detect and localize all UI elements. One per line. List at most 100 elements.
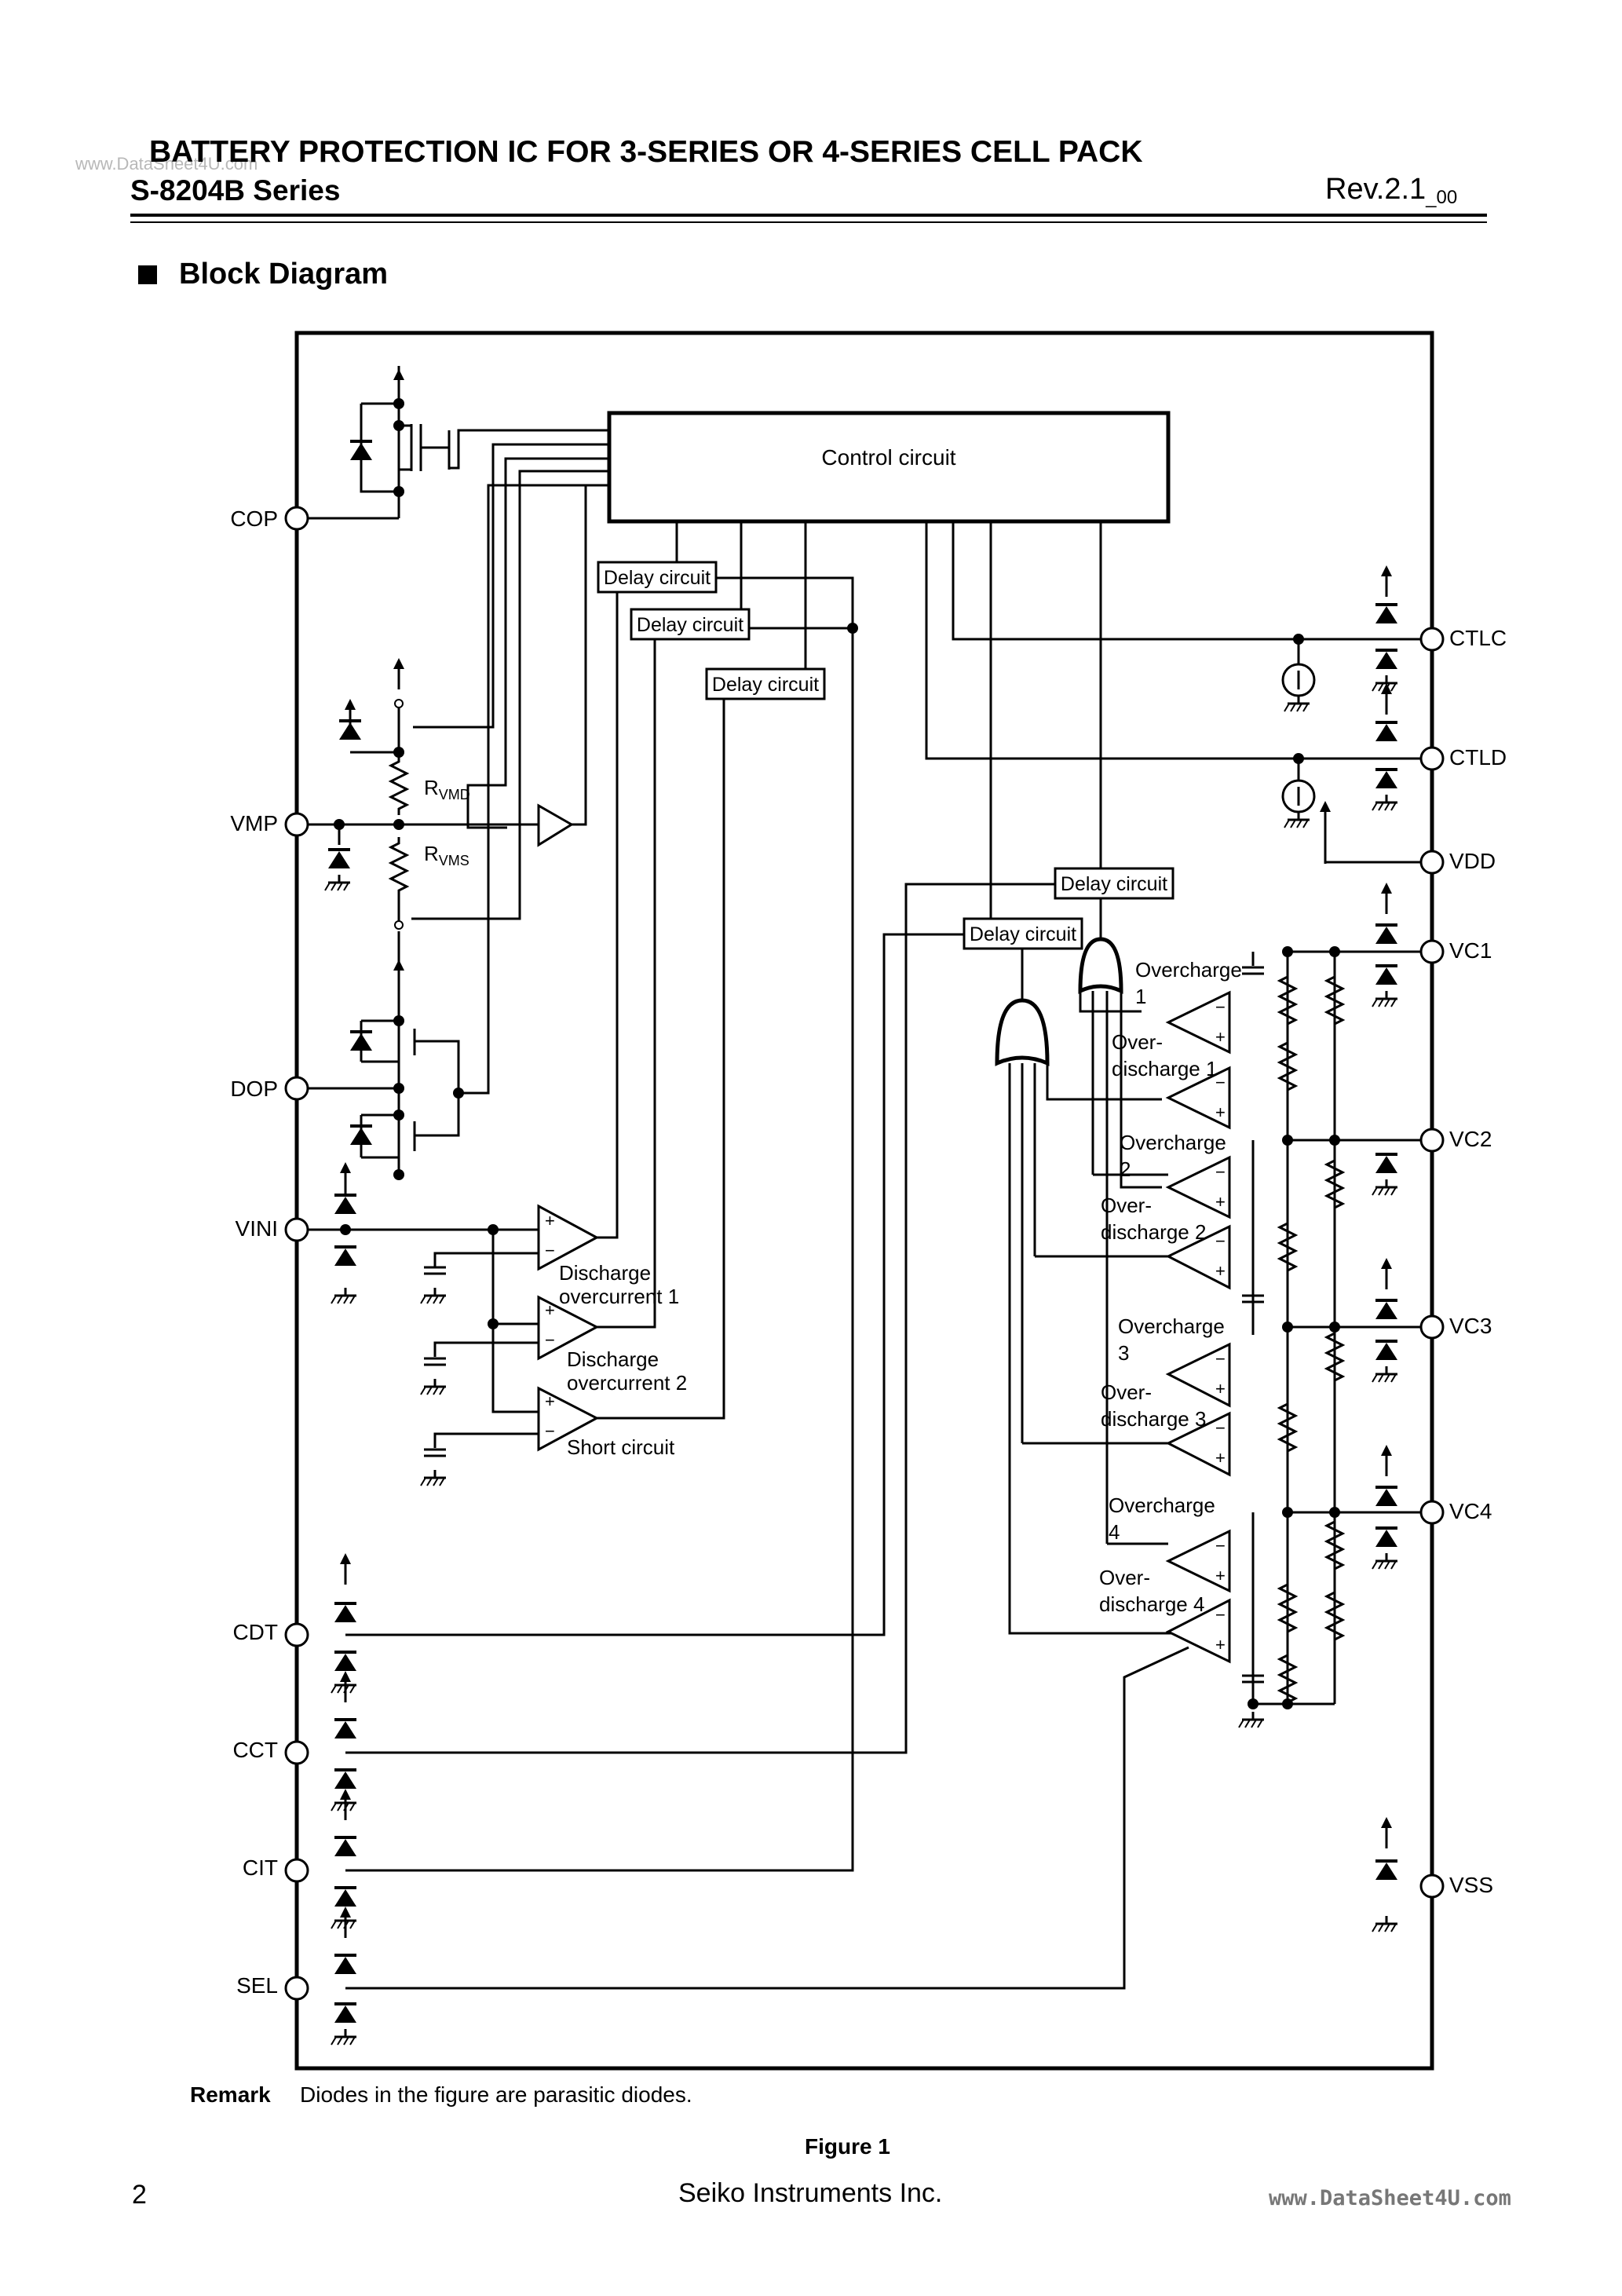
- od1-label-a: Over-: [1112, 1030, 1163, 1054]
- oc4-label-b: 4: [1109, 1520, 1120, 1544]
- comparator-oc3: [1165, 1342, 1231, 1408]
- comparator-minus-sign: −: [1215, 1162, 1226, 1182]
- section-title: Block Diagram: [179, 258, 389, 291]
- comparator-minus-sign: −: [545, 1421, 555, 1441]
- delay-circuit-3: [705, 667, 826, 700]
- od3-label-a: Over-: [1101, 1380, 1152, 1404]
- pin-cct-label: CCT: [232, 1738, 278, 1762]
- comparator-minus-sign: −: [1215, 1536, 1226, 1556]
- comparator-minus-sign: −: [1215, 1231, 1226, 1251]
- od3-label-b: discharge 3: [1101, 1407, 1206, 1431]
- comparator-od3: [1165, 1411, 1231, 1477]
- wiring: [308, 429, 1424, 1990]
- comparator-od2: [1165, 1224, 1231, 1290]
- comparator-minus-sign: −: [1215, 1605, 1226, 1625]
- pin-vss-label: VSS: [1449, 1873, 1493, 1897]
- pin-vc1-label: VC1: [1449, 938, 1492, 963]
- or-gate-1: [1078, 937, 1123, 994]
- comparator-plus-sign: +: [1215, 1192, 1226, 1212]
- page-number: 2: [132, 2180, 147, 2210]
- rvmd-label: RVMD: [424, 776, 470, 803]
- series-name: S-8204B Series: [130, 174, 341, 207]
- pin-cop: [284, 506, 309, 531]
- control-circuit-block: [607, 411, 1171, 524]
- comparator-minus-sign: −: [1215, 1349, 1226, 1369]
- delay-circuit-3-label: Delay circuit: [712, 674, 819, 696]
- watermark-top: www.DataSheet4U.com: [75, 154, 258, 174]
- comparator-short: [537, 1386, 600, 1452]
- control-circuit-label: Control circuit: [821, 445, 955, 470]
- pin-cit-label: CIT: [243, 1855, 278, 1880]
- rvms-label: RVMS: [424, 842, 469, 868]
- comparator-oc4: [1165, 1529, 1231, 1593]
- header-rule: [130, 214, 1487, 217]
- pin-cdt: [284, 1622, 309, 1647]
- comparator-oc2: [1165, 1155, 1231, 1219]
- comparator-plus-sign: +: [1215, 1566, 1226, 1585]
- comparator-dc2: [537, 1295, 600, 1361]
- comparator-minus-sign: −: [1215, 1073, 1226, 1092]
- pin-sel: [284, 1976, 309, 2001]
- comparator-plus-sign: +: [1215, 1379, 1226, 1398]
- oc2-label-a: Overcharge: [1120, 1131, 1226, 1154]
- revision: Rev.2.1_00: [1325, 173, 1457, 209]
- delay-circuit-1: [597, 561, 718, 594]
- pin-vmp: [284, 812, 309, 837]
- od1-label-b: discharge 1: [1112, 1057, 1217, 1080]
- pin-vmp-label: VMP: [230, 811, 278, 835]
- delay-circuit-5-label: Delay circuit: [970, 923, 1076, 945]
- oc1-label-a: Overcharge: [1135, 958, 1242, 982]
- oc3-label-b: 3: [1118, 1341, 1129, 1365]
- pin-sel-label: SEL: [236, 1973, 278, 1998]
- pin-ctlc-label: CTLC: [1449, 626, 1507, 650]
- dc2-label-b: overcurrent 2: [567, 1371, 687, 1395]
- comparator-minus-sign: −: [545, 1330, 555, 1350]
- od4-label-b: discharge 4: [1099, 1592, 1204, 1616]
- pin-vss: [1419, 1874, 1445, 1899]
- pin-cop-label: COP: [230, 506, 278, 531]
- od2-label-b: discharge 2: [1101, 1220, 1206, 1244]
- pin-vdd: [1419, 850, 1445, 875]
- comparator-plus-sign: +: [545, 1211, 555, 1230]
- pin-cct: [284, 1740, 309, 1765]
- pin-vc2: [1419, 1128, 1445, 1153]
- delay-circuit-2-label: Delay circuit: [637, 614, 743, 636]
- pin-cdt-label: CDT: [232, 1620, 278, 1644]
- company-name: Seiko Instruments Inc.: [678, 2178, 943, 2208]
- buffer-triangle: [537, 803, 574, 847]
- remark-label: Remark: [190, 2082, 271, 2107]
- pin-vc3-label: VC3: [1449, 1314, 1492, 1338]
- comparator-minus-sign: −: [545, 1241, 555, 1260]
- pin-vini: [284, 1217, 309, 1242]
- square-bullet-icon: [138, 265, 157, 284]
- pin-vc4-label: VC4: [1449, 1499, 1492, 1523]
- comparator-dc1: [537, 1204, 600, 1271]
- pin-vc3: [1419, 1314, 1445, 1340]
- oc2-label-b: 2: [1120, 1157, 1131, 1181]
- ic-outline: [294, 331, 1434, 2071]
- remark-text: Diodes in the figure are parasitic diode…: [300, 2082, 692, 2107]
- dc2-label-a: Discharge: [567, 1347, 659, 1371]
- oc1-label-b: 1: [1135, 985, 1146, 1008]
- pin-vini-label: VINI: [236, 1216, 278, 1241]
- comparator-plus-sign: +: [1215, 1027, 1226, 1047]
- watermark-bottom: www.DataSheet4U.com: [1269, 2186, 1511, 2210]
- pin-ctld: [1419, 746, 1445, 771]
- or-gate-2: [995, 998, 1050, 1066]
- od4-label-a: Over-: [1099, 1566, 1150, 1589]
- short-label: Short circuit: [567, 1435, 675, 1459]
- comparator-plus-sign: +: [1215, 1635, 1226, 1654]
- dc1-label-a: Discharge: [559, 1261, 651, 1285]
- delay-circuit-1-label: Delay circuit: [604, 567, 711, 589]
- comparator-od4: [1165, 1598, 1231, 1664]
- pin-dop: [284, 1076, 309, 1101]
- comparator-plus-sign: +: [1215, 1102, 1226, 1122]
- pin-ctlc: [1419, 627, 1445, 652]
- comparator-plus-sign: +: [1215, 1448, 1226, 1468]
- pin-vdd-label: VDD: [1449, 849, 1496, 873]
- comparator-minus-sign: −: [1215, 1418, 1226, 1438]
- pin-vc2-label: VC2: [1449, 1127, 1492, 1151]
- header-rule-thin: [130, 221, 1487, 223]
- oc3-label-a: Overcharge: [1118, 1314, 1225, 1338]
